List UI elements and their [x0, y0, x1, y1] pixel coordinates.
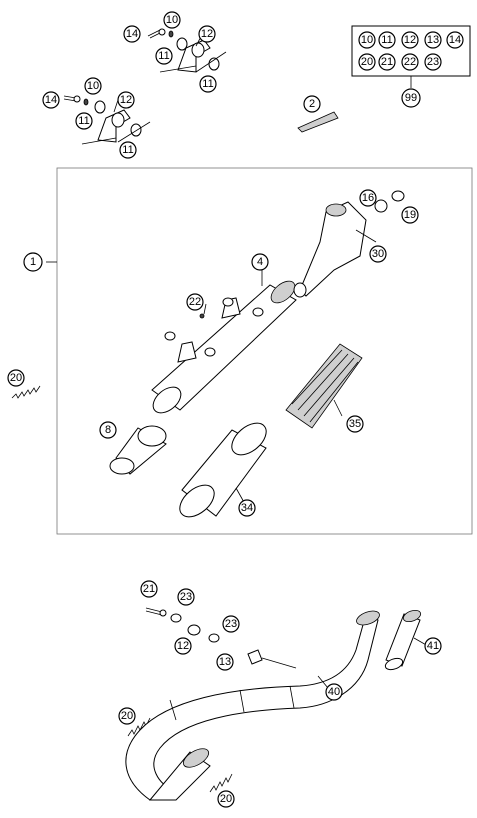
svg-text:12: 12: [404, 34, 416, 46]
svg-text:30: 30: [372, 248, 384, 260]
callout-11-b: 11: [199, 75, 217, 93]
callout-34: 34: [238, 499, 256, 517]
svg-text:21: 21: [381, 56, 393, 68]
callout-23-a: 23: [177, 588, 195, 606]
svg-text:8: 8: [105, 424, 111, 436]
svg-text:14: 14: [45, 94, 57, 106]
kit-item-14: 14: [446, 31, 464, 49]
callout-20-left: 20: [7, 369, 25, 387]
callout-20-bottom-right: 20: [217, 790, 235, 808]
svg-text:11: 11: [202, 78, 213, 90]
callout-20-bottom-left: 20: [118, 707, 136, 725]
callout-12-a: 12: [198, 25, 216, 43]
callout-12-c: 12: [174, 637, 192, 655]
callout-21: 21: [140, 580, 158, 598]
header-pipe: [125, 610, 380, 801]
kit-item-22: 22: [401, 53, 419, 71]
silencer-group-frame: [56, 167, 473, 535]
kit-number-99: 99: [401, 88, 421, 108]
svg-text:4: 4: [257, 256, 263, 268]
kit-item-20: 20: [358, 53, 376, 71]
kit-item-23: 23: [424, 53, 442, 71]
svg-text:35: 35: [349, 418, 361, 430]
svg-text:20: 20: [361, 56, 373, 68]
svg-text:10: 10: [361, 34, 373, 46]
callout-19: 19: [401, 206, 419, 224]
callout-40: 40: [325, 683, 343, 701]
callout-10-a: 10: [163, 11, 181, 29]
svg-text:34: 34: [241, 502, 253, 514]
svg-text:14: 14: [449, 34, 461, 46]
svg-text:13: 13: [219, 656, 231, 668]
svg-text:99: 99: [405, 92, 417, 104]
svg-text:23: 23: [225, 618, 237, 630]
callout-14-a: 14: [123, 25, 141, 43]
svg-text:14: 14: [126, 28, 138, 40]
svg-text:21: 21: [143, 583, 155, 595]
svg-text:11: 11: [158, 50, 169, 62]
svg-text:22: 22: [404, 56, 416, 68]
kit-item-12: 12: [401, 31, 419, 49]
svg-text:20: 20: [220, 793, 232, 805]
silencer-body: [151, 280, 297, 414]
callout-35: 35: [346, 415, 364, 433]
svg-text:22: 22: [189, 296, 201, 308]
outer-tube: [179, 422, 267, 518]
part-2-plate: [297, 111, 339, 133]
leader-lines: [113, 30, 429, 689]
svg-text:16: 16: [362, 192, 374, 204]
kit-item-10: 10: [358, 31, 376, 49]
callout-11-d: 11: [119, 141, 137, 159]
svg-text:12: 12: [177, 640, 189, 652]
svg-text:2: 2: [309, 98, 315, 110]
svg-text:12: 12: [201, 28, 213, 40]
bracket-assembly-upper: [147, 28, 227, 73]
callout-10-b: 10: [84, 77, 102, 95]
svg-text:1: 1: [30, 256, 36, 268]
callout-30: 30: [369, 245, 387, 263]
svg-text:41: 41: [427, 640, 439, 652]
bracket-assembly-lower: [63, 95, 151, 145]
callout-8: 8: [99, 421, 117, 439]
svg-text:10: 10: [87, 80, 99, 92]
svg-text:23: 23: [427, 56, 439, 68]
end-cap: [293, 190, 405, 298]
callout-4: 4: [251, 253, 269, 271]
spring-20-left: [11, 385, 41, 399]
callout-11-c: 11: [75, 112, 93, 130]
svg-text:11: 11: [122, 144, 133, 156]
svg-text:11: 11: [78, 115, 89, 127]
insulation-mat: [285, 343, 363, 429]
svg-text:40: 40: [328, 686, 340, 698]
callout-41: 41: [424, 637, 442, 655]
svg-text:20: 20: [10, 372, 22, 384]
svg-text:19: 19: [404, 209, 416, 221]
inlet-cone: [109, 425, 167, 475]
callout-23-b: 23: [222, 615, 240, 633]
header-bracket-hardware: [145, 607, 297, 669]
kit-item-21: 21: [378, 53, 396, 71]
svg-text:20: 20: [121, 710, 133, 722]
svg-text:23: 23: [180, 591, 192, 603]
callout-11-a: 11: [155, 47, 173, 65]
callout-22: 22: [186, 293, 204, 311]
callout-16: 16: [359, 189, 377, 207]
kit-item-13: 13: [424, 31, 442, 49]
spring-20-bottom-right: [209, 773, 233, 793]
kit-item-11: 11: [378, 31, 396, 49]
callout-13: 13: [216, 653, 234, 671]
callout-14-b: 14: [42, 91, 60, 109]
connector-pipe: [384, 609, 422, 671]
callout-1: 1: [23, 252, 43, 272]
svg-text:12: 12: [120, 94, 132, 106]
callout-2: 2: [303, 95, 321, 113]
svg-text:13: 13: [427, 34, 439, 46]
callout-12-b: 12: [117, 91, 135, 109]
svg-text:11: 11: [381, 34, 392, 46]
svg-text:10: 10: [166, 14, 178, 26]
